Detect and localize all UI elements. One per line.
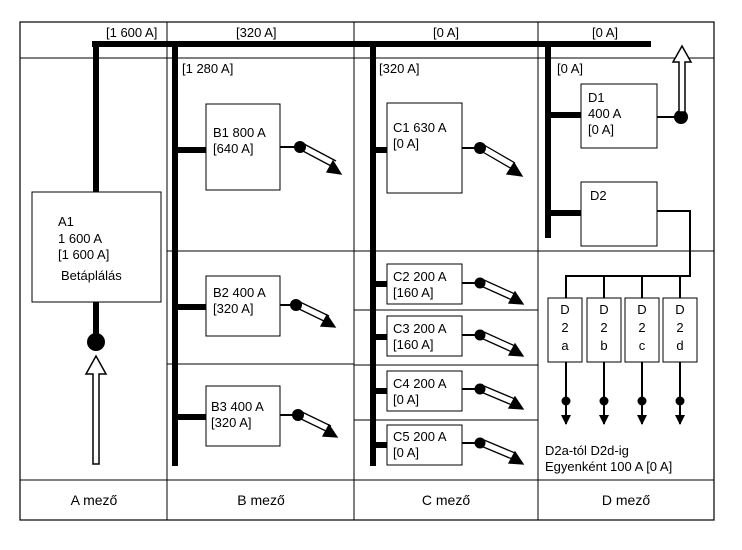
d1-name: D1 (588, 90, 605, 105)
b2-load: [320 A] (213, 301, 253, 316)
b3-load: [320 A] (211, 415, 251, 430)
d2-sub-group: D 2 a D 2 b D 2 c D 2 d (547, 297, 698, 363)
c5-load: [0 A] (393, 445, 419, 460)
d1-breaker-dot (674, 110, 688, 124)
c4-rating: C4 200 A (393, 376, 447, 391)
d2a-letter: a (561, 338, 569, 353)
field-label-d: D mező (602, 492, 650, 508)
c5-rating: C5 200 A (393, 429, 447, 444)
c5-breaker-dot (474, 437, 486, 449)
d2a-number: 2 (561, 320, 568, 335)
c1-box (386, 102, 463, 194)
c1-breaker-dot (474, 142, 486, 154)
a1-name: A1 (58, 214, 74, 229)
outer-frame (19, 21, 715, 521)
d1-outgoing-arrow (671, 44, 693, 113)
c2-rating: C2 200 A (393, 269, 447, 284)
c3-box (386, 315, 463, 357)
a1-label: Betáplálás (61, 268, 122, 283)
b1-box (205, 103, 281, 191)
c4-breaker-dot (474, 383, 486, 395)
bus-label-d: [0 A] (557, 61, 583, 76)
d2c-letter-d: D (637, 302, 646, 317)
c4-load: [0 A] (393, 392, 419, 407)
c2-breaker-dot (474, 277, 486, 289)
d1-load: [0 A] (588, 122, 614, 137)
a1-rating: 1 600 A (58, 231, 102, 246)
bus-label-c: [320 A] (379, 61, 419, 76)
incoming-feed-arrow (84, 354, 108, 465)
d2c-box (624, 297, 660, 363)
top-label-d: [0 A] (592, 25, 618, 40)
field-label-b: B mező (237, 492, 285, 508)
d2c-number: 2 (638, 320, 645, 335)
a1-breaker-dot (87, 333, 105, 351)
d1-box (580, 83, 658, 149)
c3-rating: C3 200 A (393, 321, 447, 336)
b1-breaker-dot (294, 141, 306, 153)
field-label-c: C mező (422, 492, 470, 508)
c4-box (386, 370, 463, 412)
d2b-box (586, 297, 622, 363)
b2-breaker-dot (290, 299, 302, 311)
d2-feeder-wire (565, 210, 691, 298)
b3-rating: B3 400 A (211, 399, 264, 414)
b3-breaker-dot (292, 409, 304, 421)
top-label-c: [0 A] (433, 25, 459, 40)
d2b-letter: b (600, 338, 607, 353)
d2-note-line2: Egyenként 100 A [0 A] (545, 459, 672, 474)
b3-box (205, 385, 281, 447)
d2-name: D2 (590, 188, 607, 203)
d2b-letter-d: D (599, 302, 608, 317)
top-label-a: [1 600 A] (106, 25, 157, 40)
d1-rating: 400 A (588, 106, 622, 121)
d2-note-line1: D2a-tól D2d-ig (545, 443, 629, 458)
d2a-letter-d: D (560, 302, 569, 317)
b1-load: [640 A] (213, 141, 253, 156)
c4-outgoing-arrow (507, 395, 525, 410)
bus-label-b: [1 280 A] (182, 61, 233, 76)
b3-outgoing-arrow (321, 423, 339, 438)
c5-box (386, 424, 463, 466)
field-label-a: A mező (71, 492, 118, 508)
a1-load: [1 600 A] (58, 247, 109, 262)
d2d-box (662, 297, 698, 363)
d2-box (580, 181, 658, 247)
c1-load: [0 A] (393, 136, 419, 151)
c3-outgoing-arrow (507, 342, 525, 357)
top-label-b: [320 A] (236, 25, 276, 40)
b2-rating: B2 400 A (213, 285, 266, 300)
c2-load: [160 A] (393, 285, 433, 300)
d2c-letter: c (639, 338, 646, 353)
b1-rating: B1 800 A (213, 125, 266, 140)
d2d-letter: d (676, 338, 683, 353)
panel-grid (20, 22, 714, 520)
b1-outgoing-arrow (325, 159, 343, 175)
c1-outgoing-arrow (505, 161, 524, 177)
a1-box (31, 191, 162, 303)
b2-outgoing-arrow (319, 313, 337, 328)
d2d-letter-d: D (675, 302, 684, 317)
c5-outgoing-arrow (507, 450, 525, 465)
c2-outgoing-arrow (507, 290, 525, 305)
d2b-number: 2 (600, 320, 607, 335)
c3-breaker-dot (474, 329, 486, 341)
c3-load: [160 A] (393, 337, 433, 352)
b2-box (205, 275, 281, 337)
c2-box (386, 263, 463, 305)
c1-rating: C1 630 A (393, 120, 447, 135)
d2d-number: 2 (676, 320, 683, 335)
